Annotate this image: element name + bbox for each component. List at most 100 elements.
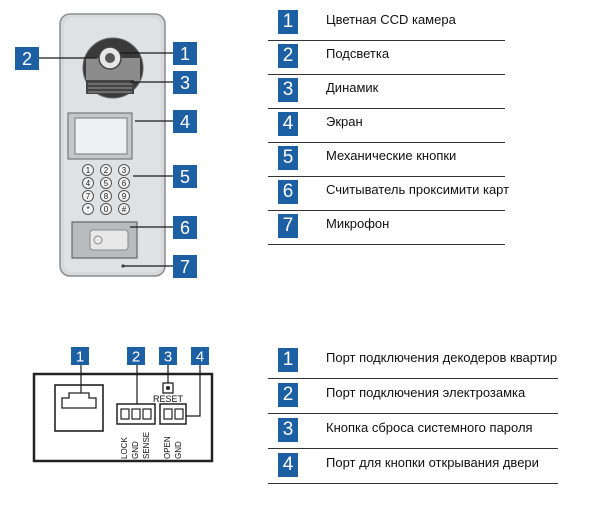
lock-terminal-2 <box>131 408 141 420</box>
panel-leader-lines <box>38 52 173 267</box>
keypad-key-circle <box>118 164 130 176</box>
keypad-key-label: 3 <box>122 166 127 175</box>
callout-number: 6 <box>180 218 190 238</box>
keypad-key-label: 9 <box>122 192 127 201</box>
screen-display <box>74 117 128 155</box>
callout-box <box>173 255 197 278</box>
lock-terminal-3 <box>142 408 152 420</box>
keypad-key: # <box>118 203 130 215</box>
legend-number: 3 <box>278 418 298 442</box>
sense-label: SENSE <box>142 432 151 459</box>
callout-number: 2 <box>132 348 140 365</box>
callout-box <box>173 110 197 133</box>
camera-lens-center <box>105 53 115 63</box>
legend-text: Цветная CCD камера <box>326 12 456 27</box>
legend-row: 6 Считыватель проксимити карт <box>268 176 509 211</box>
legend-text: Экран <box>326 114 363 129</box>
lock-label: LOCK <box>120 437 129 459</box>
callout-box <box>159 347 177 365</box>
legend-number: 1 <box>278 348 298 372</box>
callout-2: 2 <box>15 47 39 70</box>
keypad-key-circle <box>82 190 94 202</box>
microphone-hole <box>121 264 125 268</box>
legend-row: 1 Порт подключения декодеров квартир <box>268 344 558 379</box>
keypad-key-label: 7 <box>86 192 91 201</box>
callout-4: 4 <box>191 347 209 365</box>
legend-text: Порт подключения электрозамка <box>326 385 526 400</box>
callout-box <box>173 42 197 65</box>
legend-row: 2 Подсветка <box>268 40 505 75</box>
legend-text: Подсветка <box>326 46 390 61</box>
callout-1: 1 <box>173 42 197 65</box>
keypad-key-label: 1 <box>86 166 91 175</box>
keypad-key-circle <box>100 203 112 215</box>
callout-box <box>173 165 197 188</box>
legend-text: Микрофон <box>326 216 390 231</box>
keypad-key-circle <box>82 177 94 189</box>
keypad-key-label: # <box>122 205 127 214</box>
callout-6: 6 <box>173 216 197 239</box>
keypad-key-label: 5 <box>104 179 109 188</box>
legend-number: 4 <box>278 112 298 136</box>
legend-number: 1 <box>278 10 298 34</box>
callout-box <box>127 347 145 365</box>
keypad-key-circle <box>118 190 130 202</box>
legend-row: 1 Цветная CCD камера <box>268 6 505 41</box>
keypad-key-label: 6 <box>122 179 127 188</box>
keypad-key-circle <box>100 190 112 202</box>
callout-3: 3 <box>173 71 197 94</box>
legend-number: 5 <box>278 146 298 170</box>
callout-number: 1 <box>76 348 84 365</box>
legend-number: 6 <box>278 180 298 204</box>
keypad-key-circle <box>100 164 112 176</box>
keypad-key-circle <box>118 203 130 215</box>
keypad-key-circle <box>82 164 94 176</box>
keypad-key: 9 <box>118 190 130 202</box>
reset-label: RESET <box>153 394 184 404</box>
legend-number: 2 <box>278 44 298 68</box>
callout-1: 1 <box>71 347 89 365</box>
callout-box <box>71 347 89 365</box>
keypad-key: 6 <box>118 177 130 189</box>
callout-box <box>173 216 197 239</box>
callout-number: 2 <box>22 49 32 69</box>
keypad-key-label: * <box>86 205 89 214</box>
callout-number: 4 <box>196 348 204 365</box>
open-terminal-2 <box>174 408 184 420</box>
callout-box <box>173 71 197 94</box>
legend-text: Считыватель проксимити карт <box>326 182 510 197</box>
card-reader-icon <box>89 229 129 251</box>
keypad-key: * <box>82 203 94 215</box>
rj45-port-icon <box>61 392 97 409</box>
callout-number: 3 <box>180 73 190 93</box>
legend-number: 2 <box>278 383 298 407</box>
callout-number: 7 <box>180 257 190 277</box>
keypad-key-circle <box>118 177 130 189</box>
keypad-key: 2 <box>100 164 112 176</box>
legend-text: Порт подключения декодеров квартир <box>326 350 558 365</box>
keypad-key: 8 <box>100 190 112 202</box>
keypad-key: 7 <box>82 190 94 202</box>
open-terminal-1 <box>163 408 173 420</box>
legend-number: 3 <box>278 78 298 102</box>
keypad-key-circle <box>100 177 112 189</box>
legend-row: 2 Порт подключения электрозамка <box>268 379 558 414</box>
keypad-key-label: 8 <box>104 192 109 201</box>
lock-terminal-1 <box>120 408 130 420</box>
callout-4: 4 <box>173 110 197 133</box>
keypad-key: 0 <box>100 203 112 215</box>
legend-text: Порт для кнопки открывания двери <box>326 455 539 470</box>
reset-button-dot <box>166 386 170 390</box>
keypad-key: 1 <box>82 164 94 176</box>
legend-number: 7 <box>278 214 298 238</box>
keypad-key: 3 <box>118 164 130 176</box>
gnd2-label: GND <box>174 441 183 459</box>
callout-7: 7 <box>173 255 197 278</box>
